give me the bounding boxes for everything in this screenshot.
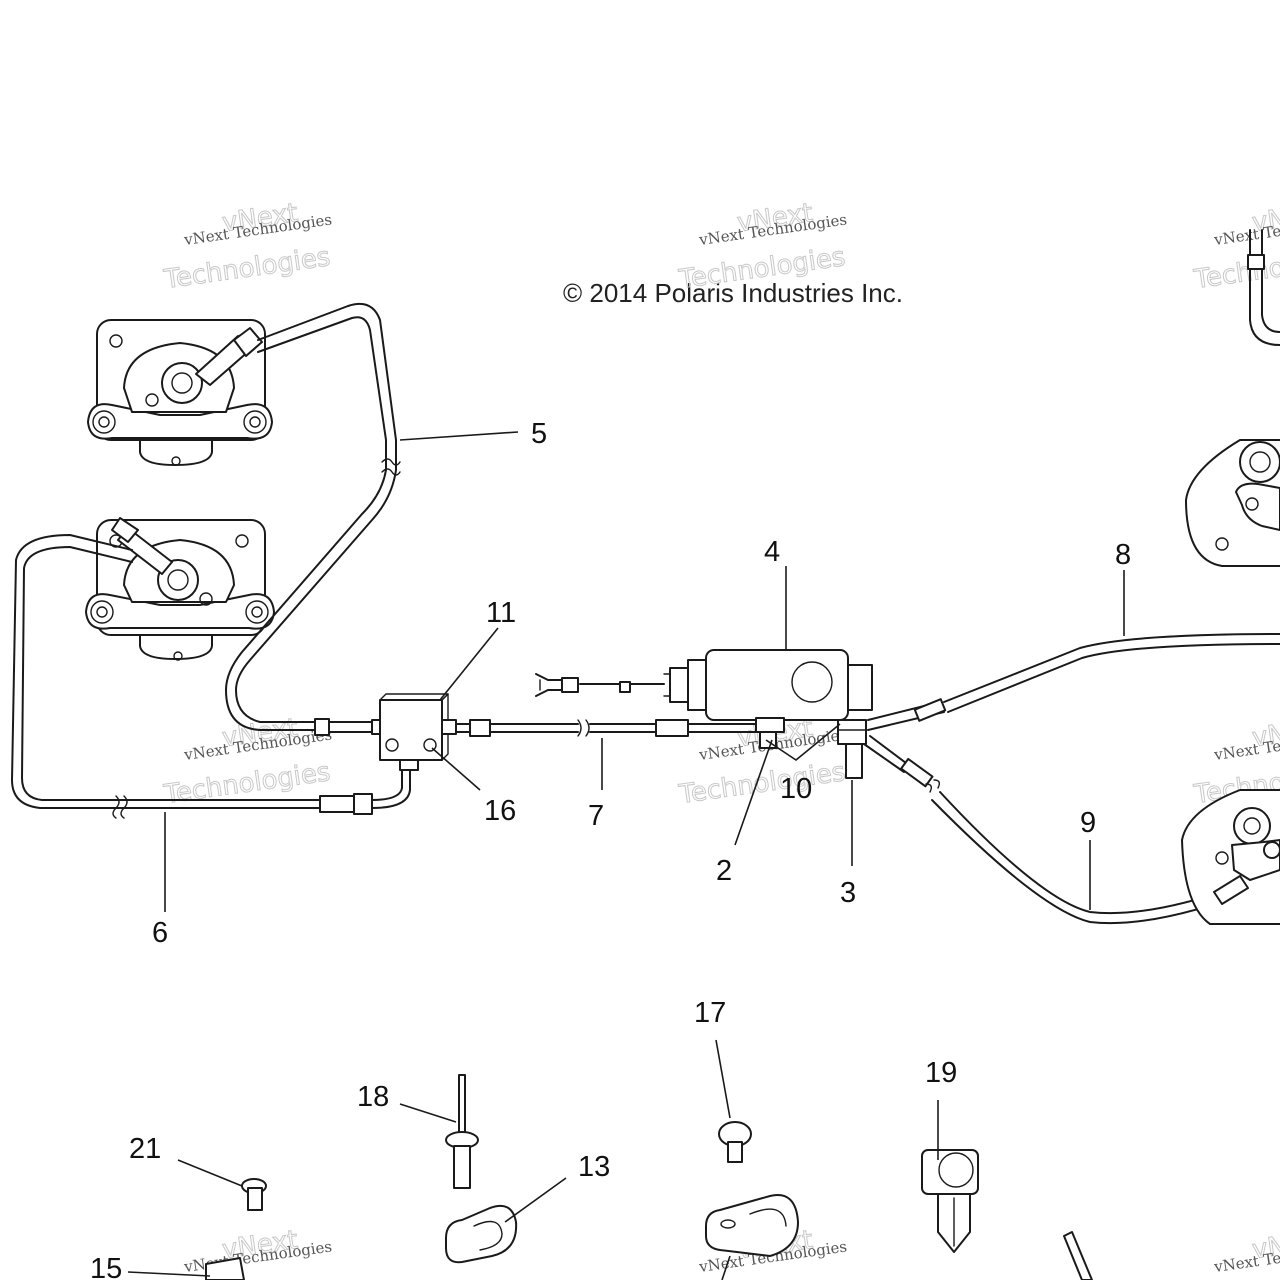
brake-line-8 (867, 633, 1280, 731)
callout-11: 11 (486, 597, 516, 629)
part-15-partial (205, 1257, 245, 1280)
fastener-21 (241, 1178, 267, 1211)
callout-17: 17 (694, 997, 726, 1029)
callout-6: 6 (152, 917, 168, 949)
watermark-mid-left: vNext vNext Technologies Technologies (161, 713, 333, 811)
caliper-lower-left (85, 517, 275, 661)
svg-text:Technologies: Technologies (162, 757, 333, 810)
screw-17 (718, 1121, 752, 1163)
brake-line-6 (11, 534, 411, 819)
rivet-18 (445, 1074, 479, 1189)
callout-16: 16 (484, 795, 516, 827)
callout-4: 4 (764, 536, 780, 568)
svg-text:Technologies: Technologies (677, 757, 848, 810)
rod-lower-right (1063, 1231, 1093, 1280)
callout-19: 19 (925, 1057, 957, 1089)
master-cylinder-4 (535, 649, 873, 779)
callout-2: 2 (716, 855, 732, 887)
clip-lower-center (705, 1194, 799, 1257)
watermark-top-left: vNext vNext Technologies Technologies (161, 198, 333, 296)
watermark-top-right: vNext vNext Technologies Technologies (1191, 198, 1280, 296)
right-brake-line-partial (1247, 229, 1280, 346)
caliper-right-lower-partial (1181, 789, 1280, 925)
watermark-bottom-left: vNext vNext Technologies (182, 1225, 333, 1276)
callout-15: 15 (90, 1253, 122, 1280)
grommet-19 (921, 1149, 979, 1253)
callout-8: 8 (1115, 539, 1131, 571)
callout-10: 10 (780, 773, 812, 805)
callout-7: 7 (588, 800, 604, 832)
callout-3: 3 (840, 877, 856, 909)
clip-13 (445, 1204, 518, 1264)
brake-line-5 (225, 302, 401, 736)
leader-lines (127, 431, 1125, 1280)
svg-text:Technologies: Technologies (1192, 242, 1280, 295)
callout-13: 13 (578, 1151, 610, 1183)
svg-text:Technologies: Technologies (162, 242, 333, 295)
caliper-right-upper-partial (1185, 439, 1280, 567)
caliper-upper-left (87, 319, 273, 466)
callout-9: 9 (1080, 807, 1096, 839)
watermark-bottom-right: vNext vNext Technologies (1212, 1225, 1280, 1276)
callout-21: 21 (129, 1133, 161, 1165)
junction-block-11 (371, 693, 457, 771)
brake-line-7 (455, 719, 761, 737)
copyright-text: © 2014 Polaris Industries Inc. (563, 278, 903, 308)
callout-18: 18 (357, 1081, 389, 1113)
callout-5: 5 (531, 418, 547, 450)
